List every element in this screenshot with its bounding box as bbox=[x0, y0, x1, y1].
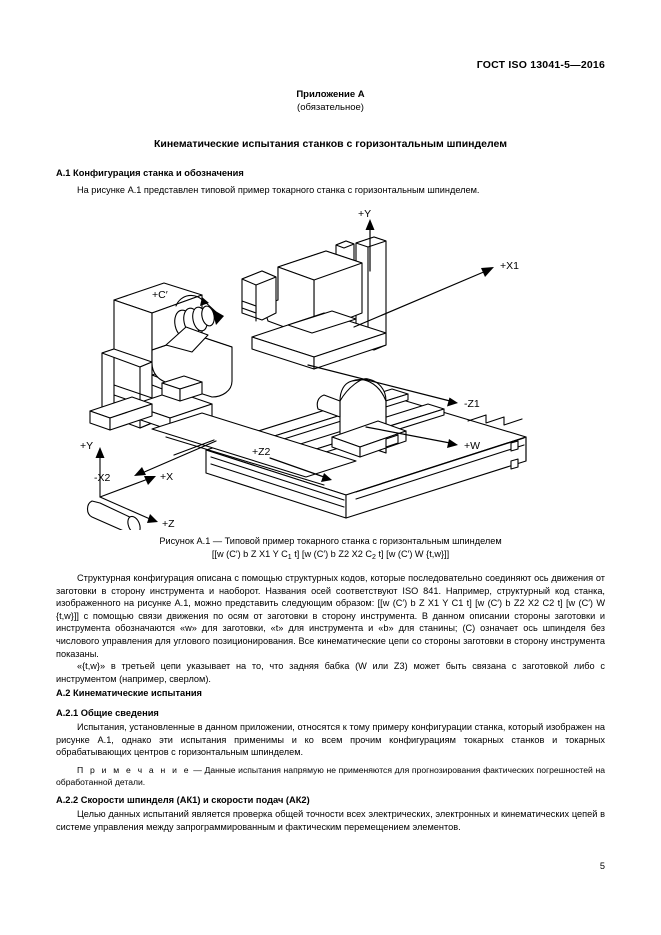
annex-title-block: Приложение А (обязательное) bbox=[0, 89, 661, 114]
label-plus-x1: +X1 bbox=[500, 260, 519, 272]
note-body: Данные испытания напрямую не применяются… bbox=[56, 765, 605, 788]
note-dash: — bbox=[190, 765, 205, 775]
label-triad-plus-y: +Y bbox=[80, 440, 93, 452]
chuck-spindle bbox=[174, 300, 224, 339]
label-triad-plus-z: +Z bbox=[162, 518, 175, 530]
figure-a1-lathe-diagram: +Y +C′ +X1 -Z1 +W +Z2 -X2 +Y +X +Z bbox=[56, 205, 605, 530]
tool-turret-assembly bbox=[241, 236, 387, 352]
bed-end-steps bbox=[467, 414, 527, 470]
axis-arrows bbox=[134, 219, 494, 482]
paragraph-a2-1-general: Испытания, установленные в данном прилож… bbox=[56, 722, 605, 758]
paragraph-a1-intro: На рисунке А.1 представлен типовой приме… bbox=[77, 185, 480, 195]
heading-a2-2: А.2.2 Скорости шпинделя (АК1) и скорости… bbox=[56, 795, 310, 805]
heading-a1: А.1 Конфигурация станка и обозначения bbox=[56, 168, 244, 178]
left-base-bar bbox=[89, 396, 153, 431]
c-axis-rotation-arrow bbox=[175, 294, 209, 307]
heading-a2-1: А.2.1 Общие сведения bbox=[56, 708, 159, 718]
figure-caption-text: Рисунок А.1 — Типовой пример токарного с… bbox=[159, 536, 502, 546]
code-segment-3: t] [w (C′) W {t,w}]] bbox=[375, 549, 450, 559]
code-subscript-2: 2 bbox=[372, 554, 376, 561]
label-plus-z2: +Z2 bbox=[252, 446, 271, 458]
heading-a2: А.2 Кинематические испытания bbox=[56, 688, 202, 698]
note-label: П р и м е ч а н и е bbox=[77, 765, 191, 775]
code-subscript-1: 1 bbox=[287, 554, 292, 561]
annex-main-title: Кинематические испытания станков с гориз… bbox=[153, 138, 508, 150]
lathe-machine-drawing: +Y +C′ +X1 -Z1 +W +Z2 -X2 +Y +X +Z bbox=[80, 208, 527, 530]
paragraph-a2-2-spindle-speeds: Целью данных испытаний является проверка… bbox=[56, 809, 605, 832]
label-plus-y-top: +Y bbox=[358, 208, 371, 220]
paragraph-a1-structural-codes: Структурная конфигурация описана с помощ… bbox=[56, 573, 605, 659]
label-minus-x2: -X2 bbox=[94, 472, 111, 484]
label-triad-plus-x: +X bbox=[160, 471, 173, 483]
coordinate-triad bbox=[86, 447, 158, 530]
long-guide-rail bbox=[151, 412, 357, 486]
page-number: 5 bbox=[599, 861, 605, 871]
running-header-standard-number: ГОСТ ISO 13041-5—2016 bbox=[476, 59, 605, 71]
figure-structural-code: [[w (C′) b Z X1 Y C1 t] [w (C′) b Z2 X2 … bbox=[0, 548, 661, 562]
figure-caption-block: Рисунок А.1 — Типовой пример токарного с… bbox=[0, 535, 661, 562]
note-a2-1: П р и м е ч а н и е — Данные испытания н… bbox=[56, 764, 605, 789]
label-plus-w: +W bbox=[464, 440, 480, 452]
label-plus-c-prime: +C′ bbox=[152, 289, 168, 301]
paragraph-a1-tailstock: «{t,w}» в третьей цепи указывает на то, … bbox=[56, 661, 605, 684]
tailstock bbox=[316, 378, 407, 458]
annex-label: Приложение А bbox=[296, 89, 365, 100]
cross-slide bbox=[251, 310, 387, 370]
code-segment-1: [[w (C′) b Z X1 Y C bbox=[211, 549, 288, 559]
code-segment-2: t] [w (C′) b Z2 X2 C bbox=[291, 549, 373, 559]
label-minus-z1: -Z1 bbox=[464, 398, 480, 410]
annex-status: (обязательное) bbox=[297, 101, 364, 113]
